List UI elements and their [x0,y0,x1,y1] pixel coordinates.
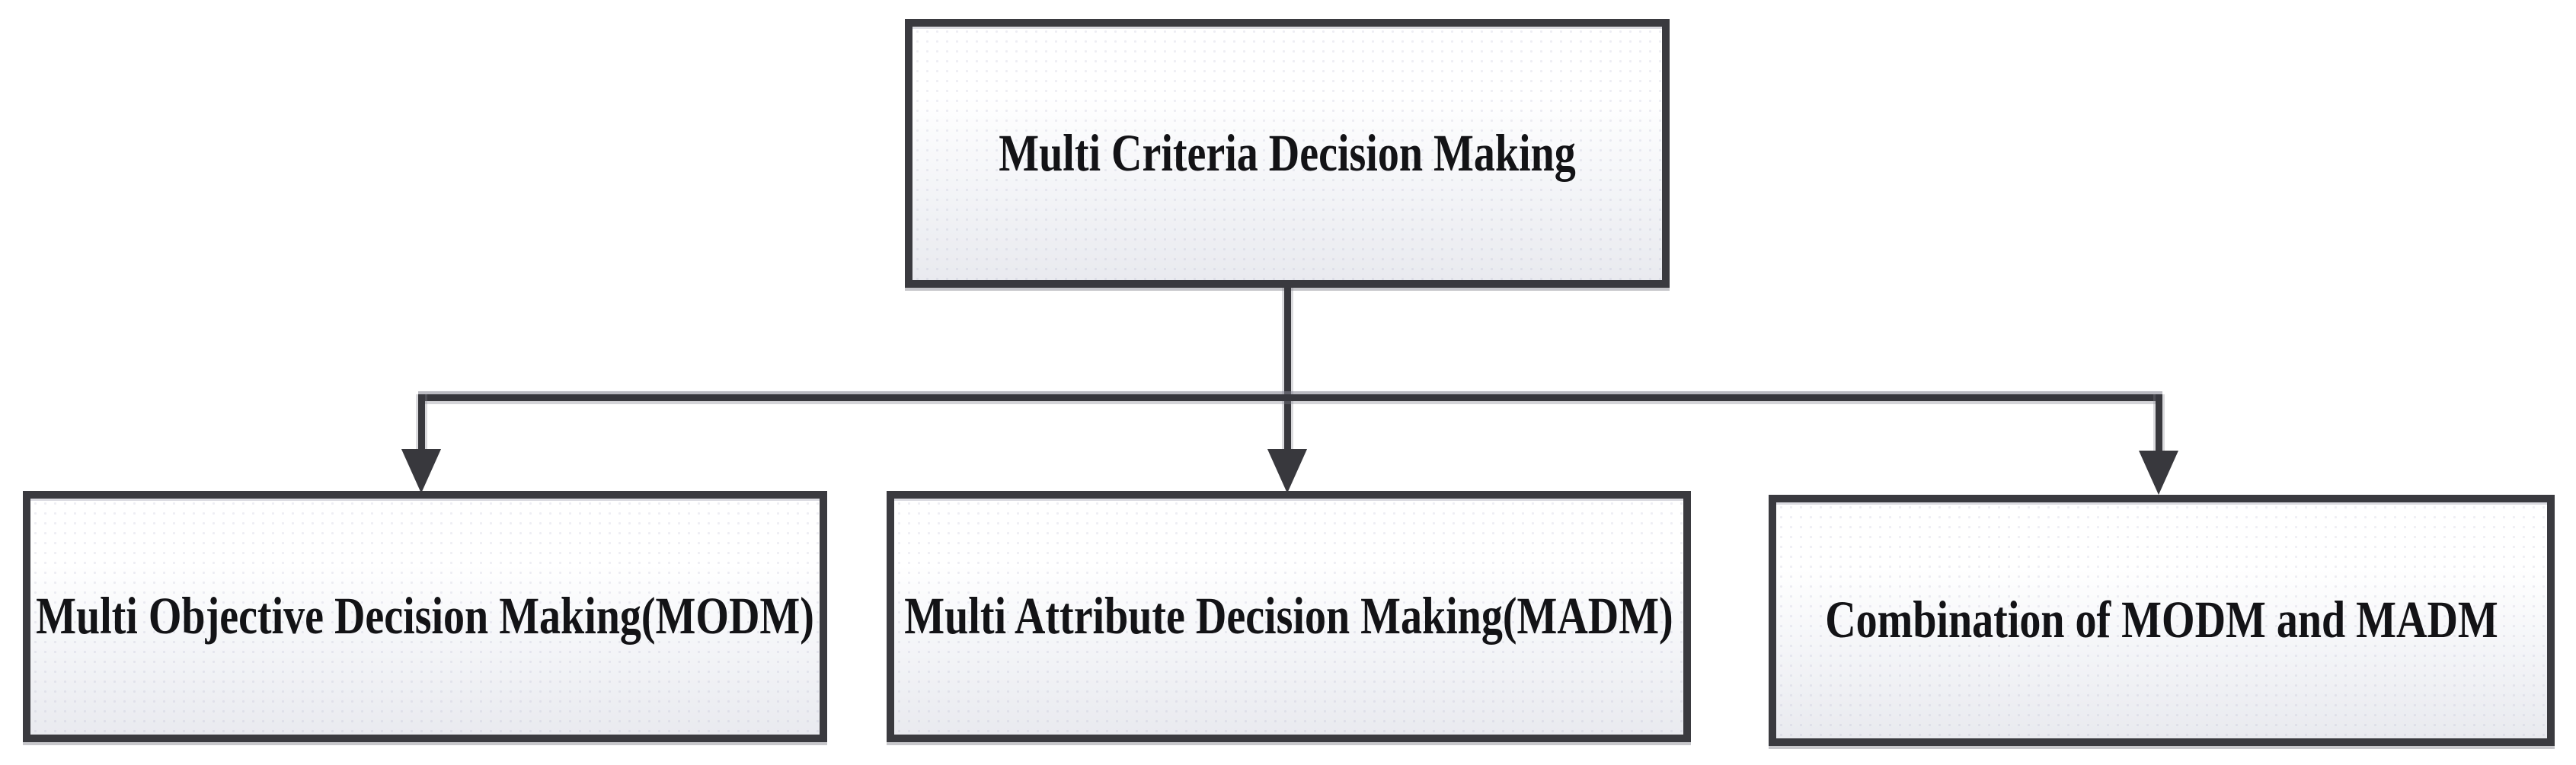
arrow-down-icon [1267,449,1307,493]
node-multi-attribute-decision-making: Multi Attribute Decision Making(MADM) [887,491,1691,742]
connector-left-drop [418,394,425,455]
node-multi-criteria-decision-making: Multi Criteria Decision Making [905,19,1670,288]
node-multi-objective-decision-making: Multi Objective Decision Making(MODM) [23,491,827,742]
node-label: Multi Attribute Decision Making(MADM) [904,588,1673,645]
arrow-down-icon [401,449,441,493]
arrow-down-icon [2139,451,2178,495]
connector-branch-bar [418,394,2162,401]
connector-root-stem [1284,288,1291,452]
node-label: Combination of MODM and MADM [1825,591,2498,649]
node-label: Multi Criteria Decision Making [999,124,1576,183]
connector-right-drop [2156,394,2162,455]
node-label: Multi Objective Decision Making(MODM) [36,588,814,645]
node-combination-of-modm-and-madm: Combination of MODM and MADM [1769,495,2555,746]
